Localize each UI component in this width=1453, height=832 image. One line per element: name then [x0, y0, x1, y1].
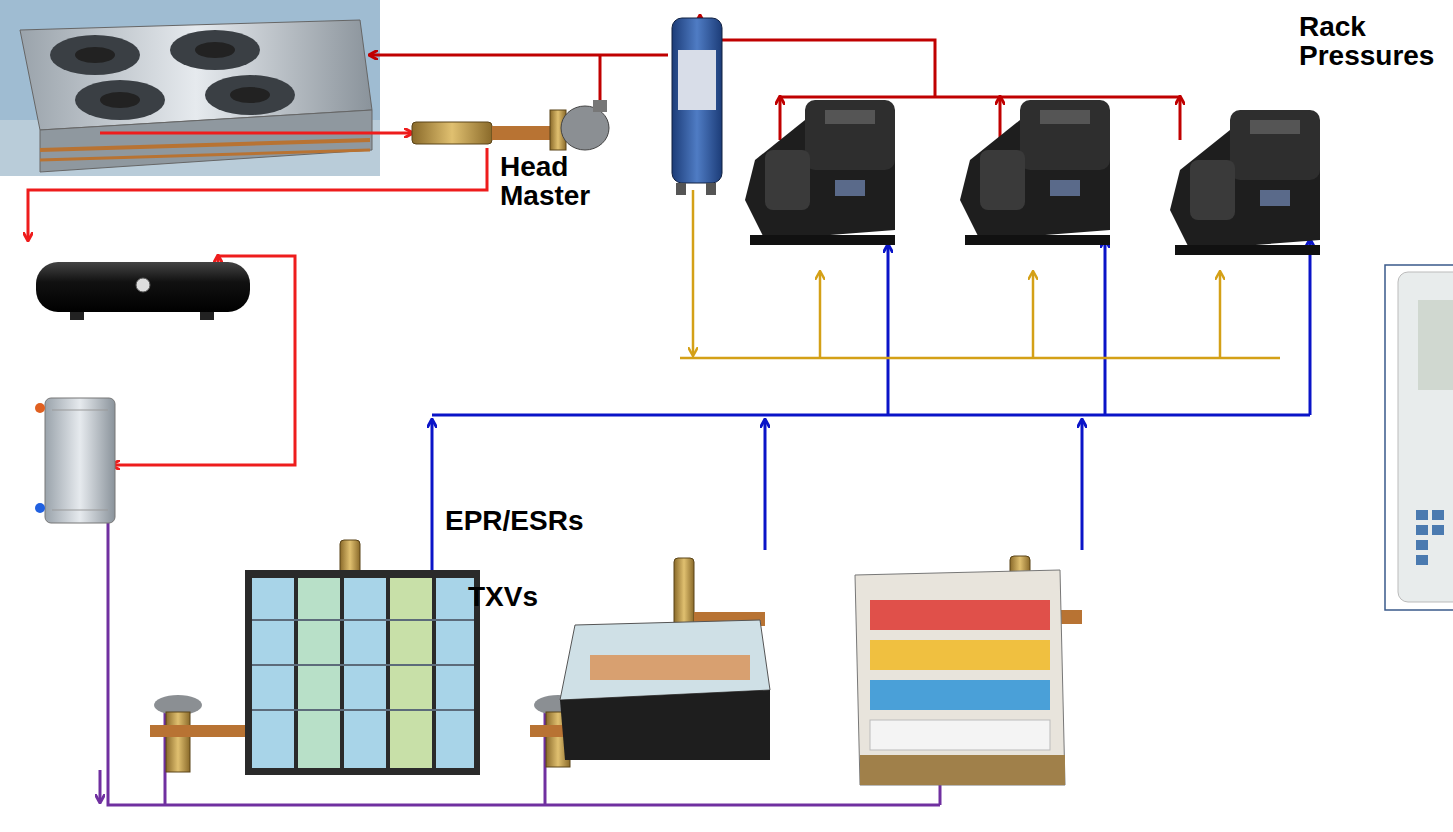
compressor	[745, 100, 895, 245]
controller-panel	[1385, 265, 1453, 610]
component-label: TXVs	[468, 582, 538, 611]
multideck-case	[855, 570, 1065, 785]
suction-line	[432, 240, 1310, 600]
liquid-supply-line	[100, 520, 940, 805]
plate-heat-exchanger	[35, 398, 115, 523]
compressor	[1170, 110, 1320, 255]
head-pressure-valve	[412, 100, 609, 150]
component-label: Head Master	[500, 152, 640, 211]
glass-door-freezer	[245, 570, 480, 775]
condenser	[0, 0, 380, 176]
island-case	[560, 620, 770, 760]
compressor	[960, 100, 1110, 245]
receiver-tank	[36, 262, 250, 320]
oil-separator	[672, 18, 722, 195]
component-label: Rack Pressures	[1299, 12, 1449, 71]
discharge-line	[370, 16, 1180, 140]
component-label: EPR/ESRs	[445, 506, 584, 535]
